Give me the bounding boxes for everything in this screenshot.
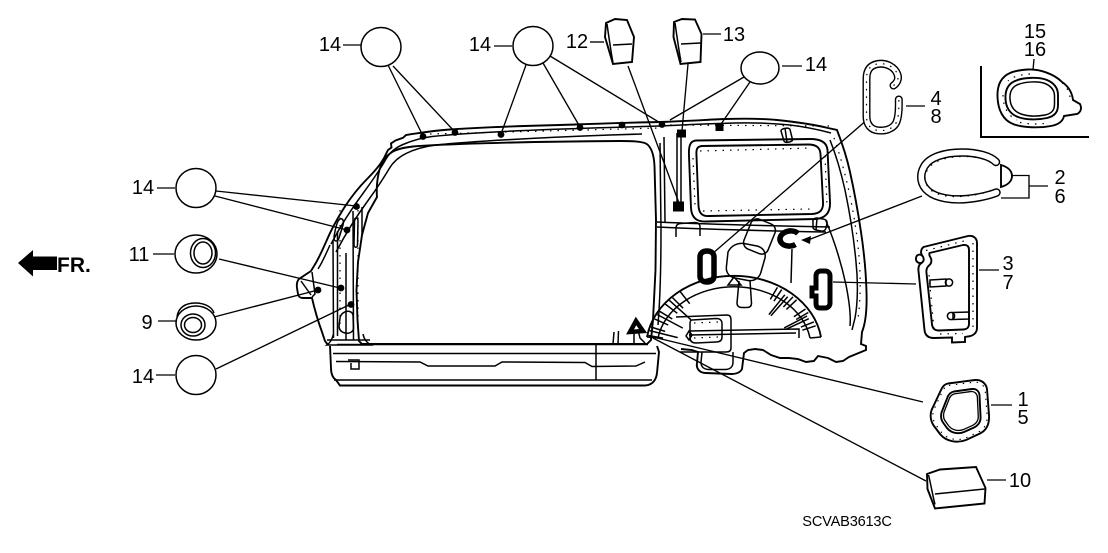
svg-text:14: 14: [805, 54, 827, 76]
svg-text:4: 4: [930, 88, 941, 110]
svg-text:13: 13: [723, 24, 745, 46]
svg-text:FR.: FR.: [57, 254, 91, 277]
svg-text:2: 2: [1054, 167, 1065, 189]
svg-text:5: 5: [1017, 407, 1028, 429]
svg-text:12: 12: [566, 31, 588, 53]
svg-text:16: 16: [1024, 39, 1046, 61]
svg-text:7: 7: [1002, 272, 1013, 294]
svg-text:1: 1: [1017, 389, 1028, 411]
svg-text:SCVAB3613C: SCVAB3613C: [802, 514, 891, 530]
svg-text:14: 14: [469, 34, 491, 56]
svg-text:14: 14: [132, 366, 154, 388]
svg-text:8: 8: [930, 106, 941, 128]
svg-text:15: 15: [1024, 21, 1046, 43]
svg-text:10: 10: [1009, 470, 1031, 492]
svg-text:11: 11: [129, 244, 150, 266]
svg-text:6: 6: [1054, 186, 1065, 208]
svg-text:3: 3: [1002, 253, 1013, 275]
svg-text:14: 14: [319, 34, 341, 56]
svg-text:9: 9: [141, 312, 152, 334]
svg-text:14: 14: [132, 177, 154, 199]
